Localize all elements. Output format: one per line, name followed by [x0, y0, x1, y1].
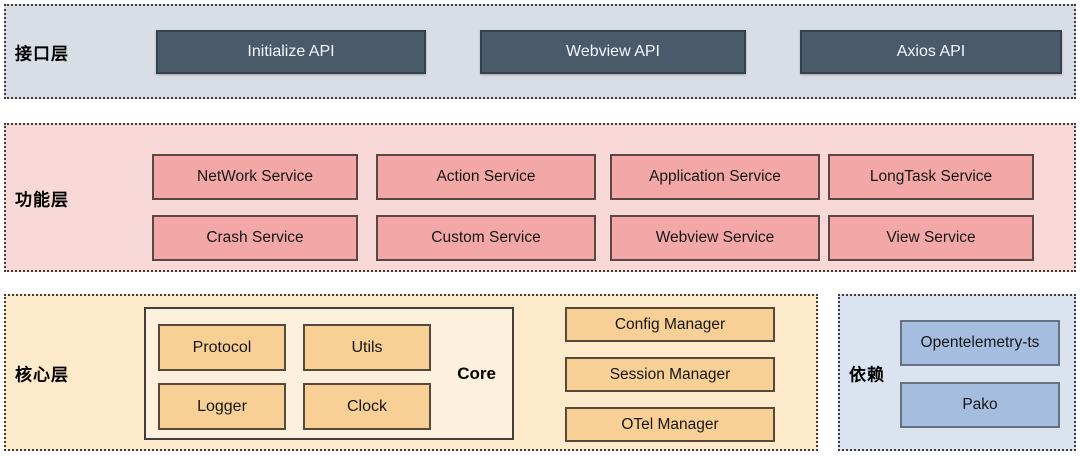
layer-interface-label: 接口层 [15, 44, 69, 63]
action-service-box: Action Service [376, 154, 596, 200]
config-manager-box: Config Manager [565, 307, 775, 342]
clock-box: Clock [303, 383, 431, 430]
layer-function-label: 功能层 [15, 190, 69, 209]
view-service-box: View Service [828, 215, 1034, 261]
core-group-label: Core [457, 363, 496, 383]
network-service-box: NetWork Service [152, 154, 358, 200]
layer-dependencies: 依赖 Opentelemetry-ts Pako [838, 294, 1076, 451]
layer-function: 功能层 NetWork Service Action Service Appli… [4, 123, 1076, 272]
webview-api-box: Webview API [480, 30, 746, 74]
utils-box: Utils [303, 324, 431, 371]
core-group: Protocol Utils Logger Clock Core [144, 307, 514, 440]
crash-service-box: Crash Service [152, 215, 358, 261]
layer-core: 核心层 Protocol Utils Logger Clock Core Con… [4, 294, 818, 451]
initialize-api-box: Initialize API [156, 30, 426, 74]
axios-api-box: Axios API [800, 30, 1062, 74]
layer-core-label: 核心层 [15, 365, 69, 384]
webview-service-box: Webview Service [610, 215, 820, 261]
session-manager-box: Session Manager [565, 357, 775, 392]
layer-dependencies-label: 依赖 [849, 365, 885, 384]
otel-manager-box: OTel Manager [565, 407, 775, 442]
layer-interface: 接口层 Initialize API Webview API Axios API [4, 4, 1076, 99]
longtask-service-box: LongTask Service [828, 154, 1034, 200]
pako-box: Pako [900, 382, 1060, 428]
logger-box: Logger [158, 383, 286, 430]
application-service-box: Application Service [610, 154, 820, 200]
protocol-box: Protocol [158, 324, 286, 371]
opentelemetry-ts-box: Opentelemetry-ts [900, 320, 1060, 366]
custom-service-box: Custom Service [376, 215, 596, 261]
